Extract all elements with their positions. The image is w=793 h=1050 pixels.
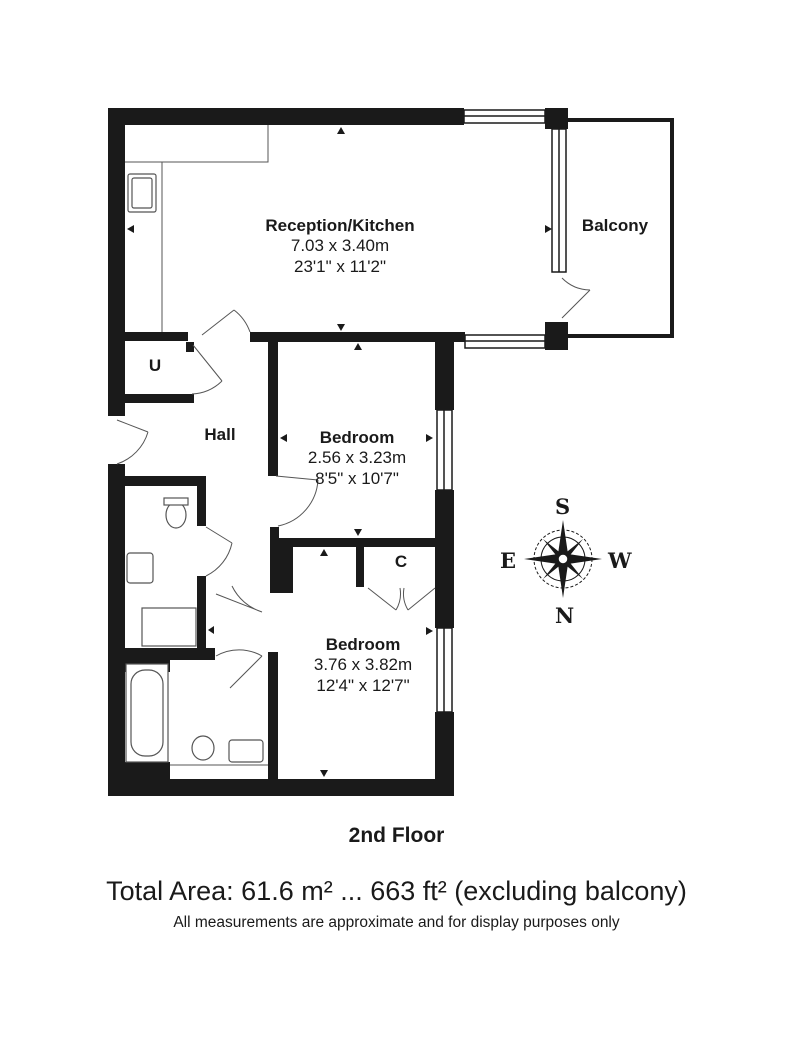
total-area: Total Area: 61.6 m² ... 663 ft² (excludi… — [106, 876, 687, 906]
room-reception: Reception/Kitchen 7.03 x 3.40m 23'1" x 1… — [240, 216, 440, 277]
wc-toilet — [165, 501, 187, 529]
room-hall-name: Hall — [204, 425, 236, 444]
compass-center — [557, 553, 569, 565]
wall-bottom — [108, 779, 454, 796]
wall-wc-top — [108, 476, 206, 486]
wall-east-lower — [435, 712, 454, 796]
marker-bed2-right — [426, 627, 433, 635]
bath-toilet — [191, 735, 215, 761]
room-bedroom2: Bedroom 3.76 x 3.82m 12'4" x 12'7" — [283, 635, 443, 696]
room-bedroom2-imperial: 12'4" x 12'7" — [316, 675, 410, 695]
wall-bed2-west-b — [279, 538, 293, 593]
bath-basin — [228, 739, 264, 763]
room-bedroom1-metric: 2.56 x 3.23m — [307, 448, 407, 468]
marker-reception-top — [337, 127, 345, 134]
floor-title: 2nd Floor — [348, 824, 445, 847]
marker-bed1-right — [426, 434, 433, 442]
wall-bed1-west — [268, 340, 278, 476]
marker-reception-bottom — [337, 324, 345, 331]
wall-top — [108, 108, 464, 125]
room-reception-metric: 7.03 x 3.40m — [290, 236, 390, 256]
compass-south-label: S — [555, 494, 571, 519]
shower-tray — [141, 607, 197, 647]
wall-top-right — [545, 108, 568, 129]
floor-plan — [108, 108, 674, 796]
room-bedroom2-name: Bedroom — [325, 635, 401, 654]
wall-reception-bottom-left — [108, 332, 188, 341]
walls — [108, 108, 568, 796]
wall-corner-se — [545, 322, 568, 350]
door-balcony — [561, 277, 591, 319]
door-wardrobe-left — [367, 587, 401, 611]
disclaimer: All measurements are approximate and for… — [173, 914, 620, 931]
door-utility — [191, 344, 223, 395]
wall-bed2-west-c — [268, 652, 278, 782]
marker-bed2-top — [320, 549, 328, 556]
balcony-rail — [568, 118, 674, 338]
doors — [116, 277, 591, 689]
marker-reception-right — [545, 225, 552, 233]
wc-basin — [126, 552, 154, 584]
wall-left-lower — [108, 464, 125, 796]
door-entrance — [116, 419, 149, 465]
wall-east-upper — [435, 340, 454, 410]
room-cupboard-name: C — [394, 552, 408, 571]
door-bath — [215, 585, 263, 613]
wall-bed1-south — [276, 538, 441, 547]
fixtures — [125, 173, 264, 763]
wall-utility-bottom — [108, 394, 194, 403]
kitchen-counter — [125, 125, 269, 163]
room-bedroom1: Bedroom 2.56 x 3.23m 8'5" x 10'7" — [277, 428, 437, 489]
marker-wc — [208, 626, 214, 634]
compass — [524, 520, 602, 598]
wall-wc-bottom — [125, 648, 215, 660]
windows — [436, 109, 567, 713]
wall-wc-east — [197, 476, 206, 526]
door-bed2 — [215, 649, 263, 689]
door-wardrobe-right — [403, 587, 436, 611]
door-wc — [205, 526, 233, 577]
wall-east-mid — [435, 490, 454, 628]
compass-east-label: E — [500, 548, 517, 573]
marker-bed1-top — [354, 343, 362, 350]
door-bed1 — [275, 475, 319, 527]
wall-left-upper — [108, 108, 125, 416]
wall-utility-post — [186, 342, 194, 352]
marker-bed2-bottom — [320, 770, 328, 777]
measure-markers — [127, 127, 552, 777]
wall-reception-bottom — [250, 332, 465, 342]
marker-bed1-left — [280, 434, 287, 442]
room-reception-name: Reception/Kitchen — [265, 216, 415, 235]
marker-reception-left — [127, 225, 134, 233]
room-bedroom2-metric: 3.76 x 3.82m — [313, 655, 413, 675]
room-reception-imperial: 23'1" x 11'2" — [294, 256, 386, 276]
compass-north-label: N — [555, 603, 575, 628]
bathtub-inner — [130, 669, 164, 757]
kitchen-sink-basin — [131, 177, 153, 209]
room-bedroom1-name: Bedroom — [319, 428, 395, 447]
wall-bath-floor — [125, 762, 170, 779]
wall-bed2-west-a — [270, 527, 279, 593]
wc-cistern — [163, 497, 189, 506]
balcony-outline — [568, 118, 674, 338]
thin-lines — [125, 125, 269, 766]
marker-bed1-bottom — [354, 529, 362, 536]
room-utility-name: U — [148, 356, 162, 375]
room-balcony-name: Balcony — [581, 216, 649, 235]
door-reception — [201, 309, 251, 336]
wall-wc-post — [197, 576, 206, 652]
wall-wardrobe-west — [356, 547, 364, 587]
compass-west-label: W — [608, 548, 632, 573]
room-bedroom1-imperial: 8'5" x 10'7" — [315, 468, 399, 488]
